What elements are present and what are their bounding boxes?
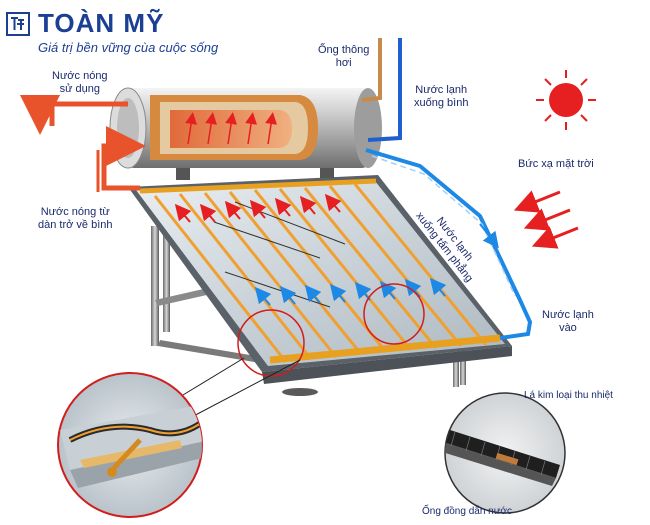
zoom-detail-left [57,372,203,518]
flat-plate-collector [128,175,512,384]
cold-inlet-pipe [367,38,402,142]
radiation-arrows [513,190,579,249]
cold-to-panel-pipe [365,148,533,340]
label-copper-pipe: Ống đồng dẫn nước [422,506,512,517]
brand-slogan: Giá trị bền vững cùa cuộc sống [38,40,219,55]
storage-tank [109,87,382,169]
label-solar-radiation: Bức xạ mặt trời [518,158,594,170]
vent-pipe [361,38,382,102]
label-fin: Lá kim loại thu nhiệt [524,390,613,401]
brand-name: TOÀN MỸ [38,8,165,38]
hot-return-pipe [101,126,146,191]
logo-icon [6,12,30,36]
zoom-detail-right [444,392,566,514]
sun-icon [536,70,596,130]
